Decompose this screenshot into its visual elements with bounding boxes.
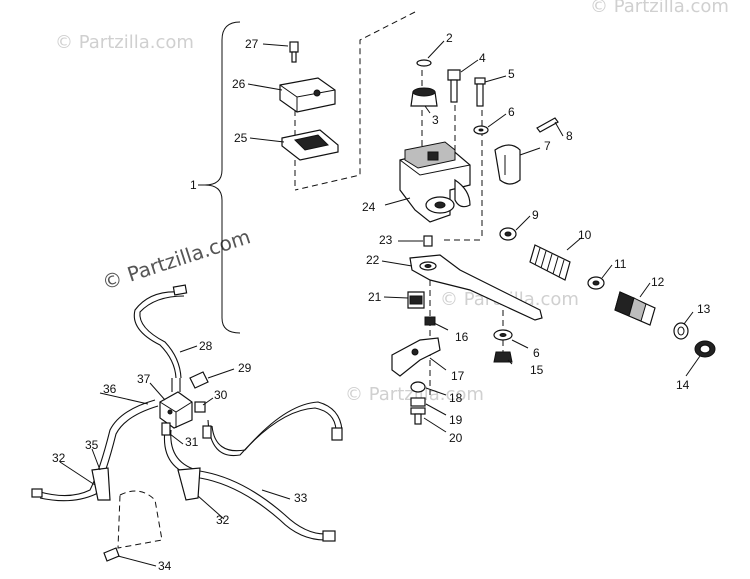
- nut-part-16: [424, 316, 436, 326]
- callout-29: 29: [238, 361, 252, 375]
- frame-outline: [117, 490, 163, 549]
- callout-4: 4: [479, 51, 486, 65]
- callout-33: 33: [294, 491, 308, 505]
- exploded-view-lines: [294, 11, 504, 395]
- callout-16: 16: [455, 330, 469, 344]
- brake-hoses: [31, 284, 343, 542]
- lever-part-22: [409, 254, 543, 321]
- leader-lines: [59, 40, 701, 567]
- bushing-part-23: [423, 235, 433, 247]
- callout-36: 36: [103, 382, 117, 396]
- watermark-left: © Partzilla.com: [99, 224, 253, 295]
- callout-30: 30: [214, 388, 228, 402]
- washer-part-19: [410, 397, 426, 407]
- washer-part-6: [473, 125, 489, 135]
- watermark-top-right: © Partzilla.com: [590, 0, 729, 17]
- bracket-part-17: [391, 337, 441, 377]
- boot-part-10: [529, 244, 571, 281]
- callout-6: 6: [508, 105, 515, 119]
- callout-13: 13: [697, 302, 711, 316]
- bolt-part-4: [447, 69, 461, 103]
- callout-10: 10: [578, 228, 592, 242]
- seal-part-13: [673, 322, 689, 340]
- cover-part-26: [279, 77, 336, 113]
- callout-labels: 1 2 3 4 5 6 6 7 8 9 10 11 12 13 14 15 16…: [52, 31, 711, 573]
- cap-part-14: [694, 340, 716, 358]
- watermark-top: © Partzilla.com: [55, 32, 194, 53]
- callout-26: 26: [232, 77, 246, 91]
- callout-22: 22: [366, 253, 380, 267]
- boot-part-3: [410, 87, 438, 107]
- callout-37: 37: [137, 372, 151, 386]
- callout-18: 18: [449, 391, 463, 405]
- callout-19: 19: [449, 413, 463, 427]
- callout-14: 14: [676, 378, 690, 392]
- callout-25: 25: [234, 131, 248, 145]
- washer-part-2: [416, 59, 432, 67]
- callout-28: 28: [199, 339, 213, 353]
- screw-part-20: [410, 407, 426, 425]
- screw-part-8: [536, 117, 559, 133]
- callout-24: 24: [362, 200, 376, 214]
- callout-32: 32: [52, 451, 66, 465]
- fitting-part-29: [189, 371, 209, 389]
- callout-1: 1: [190, 178, 197, 192]
- screw-part-27: [289, 41, 299, 63]
- callout-35: 35: [85, 438, 99, 452]
- piston-part-12: [614, 291, 656, 326]
- callout-5: 5: [508, 67, 515, 81]
- washer-part-6b: [493, 329, 513, 341]
- clip-part-11: [587, 276, 605, 290]
- callout-20: 20: [449, 431, 463, 445]
- callout-3: 3: [432, 113, 439, 127]
- callout-27: 27: [245, 37, 259, 51]
- screw-part-34: [103, 547, 120, 562]
- callout-21: 21: [368, 290, 382, 304]
- washer-part-18: [410, 381, 426, 393]
- callout-34: 34: [158, 559, 172, 573]
- callout-6b: 6: [533, 346, 540, 360]
- nut-part-15: [493, 351, 513, 363]
- callout-2: 2: [446, 31, 453, 45]
- fitting-part-30: [194, 401, 206, 413]
- callout-9: 9: [532, 208, 539, 222]
- callout-32b: 32: [216, 513, 230, 527]
- gasket-part-25: [281, 129, 339, 161]
- washer-part-9: [499, 227, 517, 241]
- assembly-bracket: [198, 21, 241, 334]
- callout-17: 17: [451, 369, 465, 383]
- junction-block-part-37: [159, 391, 193, 429]
- fitting-part-31: [161, 422, 212, 439]
- callout-12: 12: [651, 275, 665, 289]
- callout-15: 15: [530, 363, 544, 377]
- pivot-bolt-part-5: [474, 77, 486, 107]
- callout-8: 8: [566, 129, 573, 143]
- callout-11: 11: [614, 257, 627, 271]
- bracket-part-32-right: [177, 467, 201, 501]
- clamp-part-7: [494, 144, 521, 185]
- bracket-part-32-left: [91, 467, 111, 501]
- watermark-middle: © Partzilla.com: [345, 384, 484, 405]
- master-cylinder-part-24: [399, 141, 471, 223]
- callout-23: 23: [379, 233, 393, 247]
- switch-part-21: [407, 291, 425, 309]
- callout-31: 31: [185, 435, 199, 449]
- callout-7: 7: [544, 139, 551, 153]
